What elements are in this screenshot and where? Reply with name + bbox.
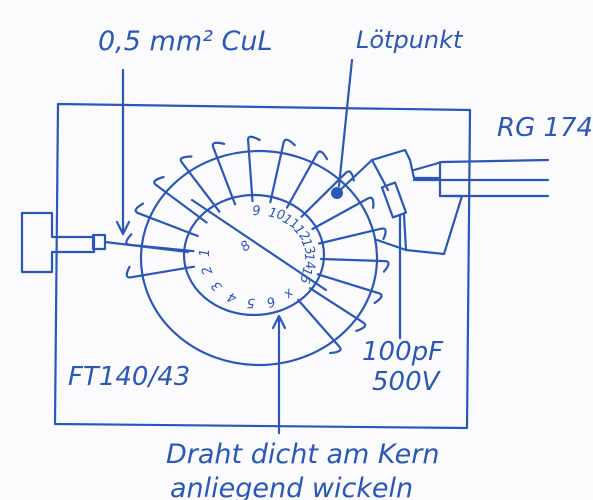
winding-turn	[134, 202, 199, 238]
winding-number: 1	[198, 249, 213, 257]
winding-number: 15	[296, 266, 314, 285]
core-label: FT140/43	[68, 362, 190, 392]
enclosure-box	[53, 102, 472, 430]
note-leader-arrow	[271, 314, 287, 330]
note-line-2: anliegend wickeln	[170, 473, 413, 500]
cable-assembly	[335, 148, 550, 256]
winding-number: 11	[280, 212, 302, 233]
wire-label: 0,5 mm² CuL	[98, 26, 273, 57]
winding-turn	[125, 265, 196, 279]
winding-turn	[179, 155, 221, 213]
winding-number: 4	[225, 288, 239, 305]
windings	[125, 135, 390, 355]
winding-turn	[211, 141, 237, 206]
capacitor	[380, 181, 408, 219]
solder-leader	[337, 58, 354, 188]
winding-number: 14	[301, 252, 317, 270]
winding-number: 13	[298, 236, 318, 257]
winding-number: 3	[209, 277, 226, 293]
winding-turn	[318, 227, 387, 245]
note-line-1: Draht dicht am Kern	[166, 439, 439, 470]
wire-leader-arrow	[115, 220, 131, 236]
winding-turn	[246, 135, 261, 203]
winding-number: 5	[247, 295, 256, 310]
feed-wire	[103, 240, 190, 254]
rf-connector	[20, 211, 107, 274]
winding-turn	[285, 150, 329, 209]
winding-number: 9	[252, 204, 262, 220]
capacitor-value-label: 100pF	[362, 337, 444, 367]
winding-turn	[316, 273, 383, 305]
winding-turn	[311, 196, 375, 231]
winding-number: x	[280, 285, 297, 302]
winding-turn	[153, 175, 208, 224]
solder-point-label: Lötpunkt	[356, 26, 464, 54]
winding-number: 6	[264, 293, 277, 310]
toroid-core	[139, 149, 379, 367]
winding-number: 10	[267, 205, 286, 223]
capacitor-voltage-label: 500V	[372, 367, 442, 397]
winding-turn	[309, 287, 367, 332]
cable-label: RG 174	[497, 113, 593, 143]
winding-turn	[297, 298, 342, 355]
winding-divider-line	[190, 198, 328, 292]
winding-turn	[319, 257, 390, 273]
winding-turn	[269, 138, 296, 204]
winding-number: 2	[199, 264, 216, 277]
